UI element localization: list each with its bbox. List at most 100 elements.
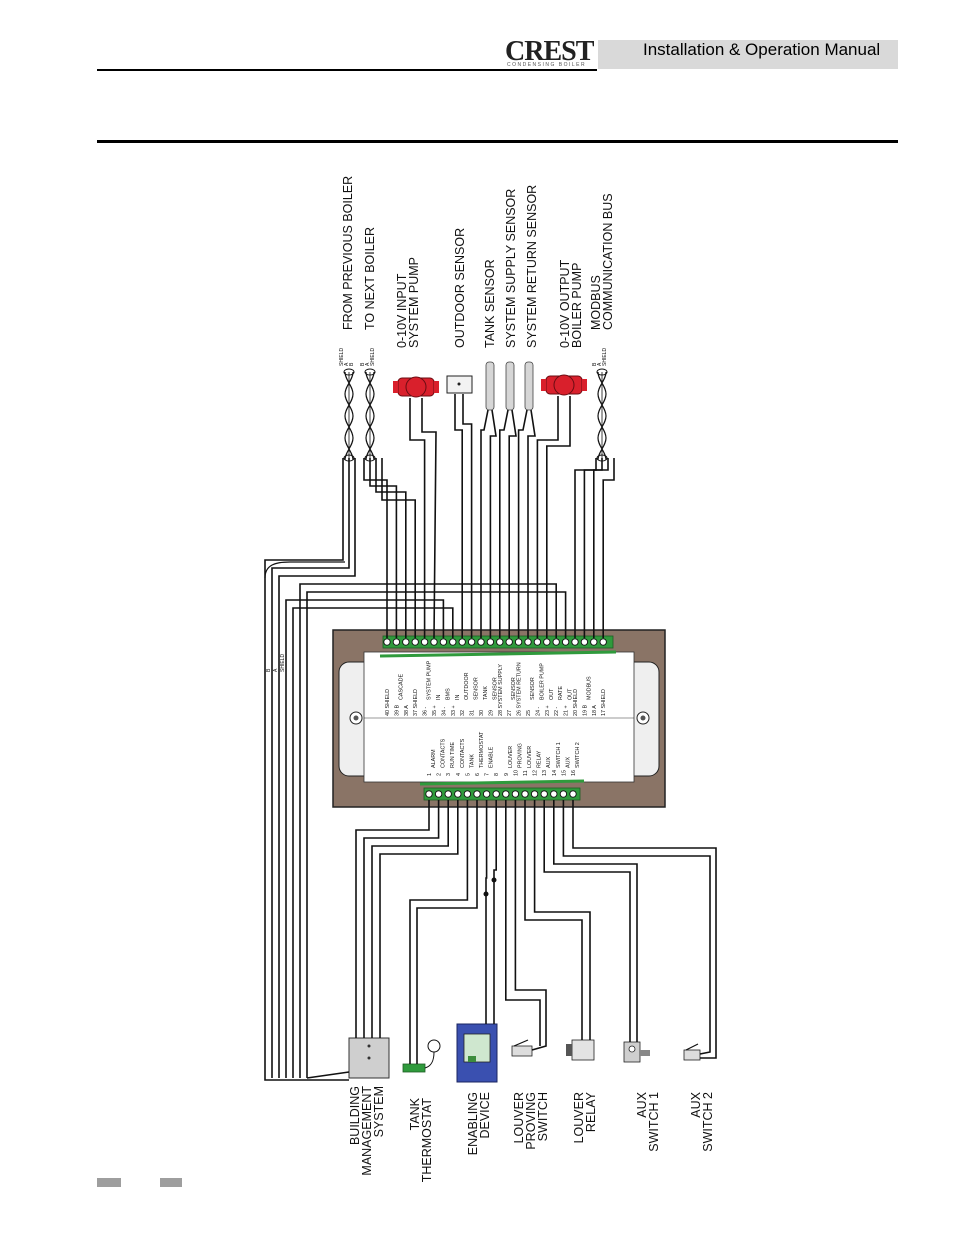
upper-terminal-number: 23 + [545, 705, 551, 716]
upper-terminal-screw [449, 638, 457, 646]
bms-loop-close-2 [306, 1071, 350, 1079]
upper-terminal-number: 21 + [564, 705, 570, 716]
upper-terminal-function: TANK [483, 686, 489, 700]
bottom-device-label: LOUVER [572, 1092, 586, 1143]
boiler-pump-icon [541, 374, 587, 396]
system-pump-wire-b [421, 398, 437, 639]
aux-switch-1-wire-b [552, 800, 638, 1042]
lower-terminal-function: AUX [565, 757, 571, 768]
lower-terminal-function: CONTACTS [460, 738, 466, 768]
upper-terminal-function: RATE [558, 686, 564, 700]
top-device-label: SYSTEM SUPPLY SENSOR [504, 189, 518, 348]
bms-wire-2 [292, 607, 454, 1078]
alarm-runtime-wire [355, 800, 430, 1038]
lower-terminal-number: 4 [456, 773, 462, 776]
upper-terminal-screw [430, 638, 438, 646]
next-boiler-wire-label: SHIELD [370, 348, 376, 366]
lower-terminal-screw [434, 790, 443, 798]
boiler-pump-wire-a [536, 396, 559, 638]
cascade-loop-wire-1 [264, 458, 344, 1078]
system-pump-motor [405, 376, 427, 398]
louver-proving-wire-a [504, 800, 541, 1046]
upper-terminal-screw [458, 638, 466, 646]
upper-terminal-number: 29 [488, 710, 494, 716]
lower-terminal-screw [521, 790, 529, 798]
upper-terminal-number: 27 [507, 710, 513, 716]
alarm-runtime-wire [363, 800, 440, 1038]
boiler-pump-flange-right [582, 379, 587, 391]
upper-terminal-number: 30 [479, 710, 485, 716]
bottom-device-label: AUX [635, 1091, 649, 1117]
upper-terminal-screw [505, 638, 513, 646]
next-boiler-wire [369, 458, 398, 638]
manual-title: Installation & Operation Manual [643, 40, 881, 59]
alarm-runtime-wire [371, 800, 450, 1038]
previous-boiler-cable-end-top [343, 368, 355, 376]
upper-terminal-function: OUT [549, 688, 555, 700]
outdoor-sensor-wire-b [462, 394, 473, 638]
system-supply-sensor-wire-b [508, 409, 517, 638]
aux-switch-1-stem [640, 1050, 650, 1056]
bottom-device-label: SWITCH [536, 1092, 550, 1141]
header-bar [598, 40, 898, 69]
upper-terminal-number: 26 SYSTEM RETURN [517, 662, 523, 716]
cascade-loop-wire-2 [271, 458, 350, 1078]
aux-switch-1-button [628, 1045, 636, 1053]
aux-switch-2-wire-a [562, 800, 711, 1055]
upper-terminal-number: 32 [460, 710, 466, 716]
modbus-shield-wire [602, 458, 615, 638]
top-device-label: SYSTEM RETURN SENSOR [525, 185, 539, 348]
alarm-runtime-wire [379, 800, 459, 1038]
top-device-label: SYSTEM PUMP [407, 257, 421, 348]
upper-terminal-screw [411, 638, 419, 646]
modbus-wire-label: SHIELD [602, 348, 608, 366]
upper-terminal-number: 39 B [394, 705, 400, 716]
louver-proving-switch-icon [511, 1045, 533, 1057]
lower-terminal-number: 16 [571, 770, 577, 776]
lower-terminal-number: 15 [561, 770, 567, 776]
upper-terminal-screw [496, 638, 504, 646]
louver-relay-coil [566, 1044, 572, 1056]
section-rule [97, 140, 898, 143]
lower-terminal-screw [550, 790, 558, 798]
lower-terminal-strip [423, 787, 581, 801]
crest-logo-tagline: CONDENSING BOILER [507, 62, 587, 68]
upper-terminal-function: SENSOR [530, 677, 536, 700]
upper-terminal-function: BOILER PUMP [539, 663, 545, 700]
lower-terminal-number: 5 [465, 773, 471, 776]
lower-terminal-screw [569, 790, 577, 798]
previous-boiler-cable [343, 368, 355, 462]
lower-terminal-screw [511, 790, 520, 798]
lower-terminal-function: THERMOSTAT [479, 731, 485, 768]
lower-terminal-number: 6 [475, 773, 481, 776]
lower-terminal-number: 11 [523, 770, 529, 776]
louver-proving-wire-b [514, 800, 547, 1051]
lower-terminal-function: LOUVER [508, 746, 514, 768]
modbus-wire-label: A [597, 362, 603, 366]
bottom-device-label: MANAGEMENT [360, 1086, 374, 1176]
upper-terminal-screw [533, 638, 542, 646]
upper-terminal-function: MODBUS [586, 676, 592, 700]
tank-thermostat-capillary [424, 1051, 435, 1069]
cascade-loop-wire-3 [278, 458, 356, 1078]
previous-boiler-wire-label: A [344, 362, 350, 366]
lower-terminal-function: SWITCH 2 [575, 742, 581, 768]
next-boiler-shield-wire [381, 458, 417, 638]
crest-logo: CREST [505, 36, 594, 67]
upper-terminal-number: 31 [470, 710, 476, 716]
tank-thermostat-wire-b [416, 800, 478, 1064]
lower-terminal-screw [492, 790, 500, 798]
upper-terminal-number: 19 B [582, 705, 588, 716]
cascade-loop-bend [264, 561, 345, 579]
mounting-screw-hole-1 [353, 715, 359, 721]
upper-terminal-function: OUTDOOR [464, 672, 470, 700]
lower-terminal-screw [454, 790, 462, 798]
lower-terminal-function: SWITCH 1 [556, 742, 562, 768]
top-device-label: TO NEXT BOILER [363, 227, 377, 330]
upper-terminal-function: SENSOR [474, 677, 480, 700]
upper-terminal-number: 22 - [554, 707, 560, 716]
upper-terminal-number: 20 SHIELD [573, 689, 579, 716]
modbus-wire [592, 458, 609, 638]
lower-terminal-number: 14 [552, 770, 558, 776]
outdoor-sensor-wire-a [454, 394, 464, 638]
